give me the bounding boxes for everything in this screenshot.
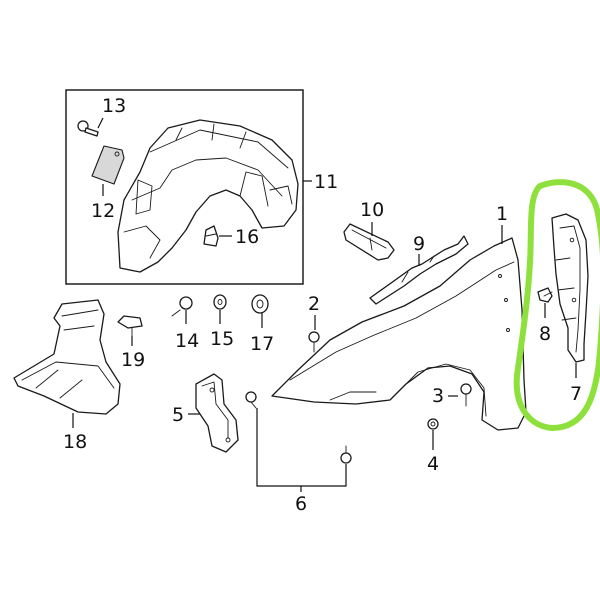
fender-liner-part-11 [117,119,299,273]
screw-part-3 [460,383,472,407]
screw-part-4 [427,418,439,430]
highlight-circle [513,179,600,431]
callout-15: 15 [210,328,234,350]
callout-8: 8 [539,323,551,345]
callout-19: 19 [121,349,145,371]
callout-18: 18 [63,431,87,453]
callout-7: 7 [570,383,582,405]
callout-2: 2 [308,293,320,315]
clip-part-8 [537,287,553,303]
callout-17: 17 [250,333,274,355]
callout-14: 14 [175,330,199,352]
callout-11: 11 [314,171,338,193]
nut-part-15 [213,294,227,310]
bolt-part-14 [171,296,193,317]
callout-6: 6 [295,493,307,515]
push-clip-part-19 [117,315,143,337]
callout-16: 16 [235,226,259,248]
bolt-part-6b [340,445,352,464]
splash-shield-part-18 [13,299,121,415]
callout-10: 10 [360,199,384,221]
seal-strip-part-9 [369,235,469,305]
bracket-part-10 [343,223,395,261]
panel-part-7 [551,213,589,363]
bolt-part-6a [245,391,257,409]
callout-12: 12 [91,200,115,222]
screw-part-2 [308,331,320,353]
callout-4: 4 [427,453,439,475]
grommet-part-17 [251,294,269,314]
inset-frame [65,89,304,285]
callout-5: 5 [172,404,184,426]
bracket-part-5 [195,373,239,453]
callout-9: 9 [413,233,425,255]
label-tag-part-12 [91,145,125,185]
clip-part-16 [203,225,219,247]
screw-part-13 [77,120,99,137]
callout-13: 13 [102,95,126,117]
callout-3: 3 [432,385,444,407]
callout-1: 1 [496,203,508,225]
